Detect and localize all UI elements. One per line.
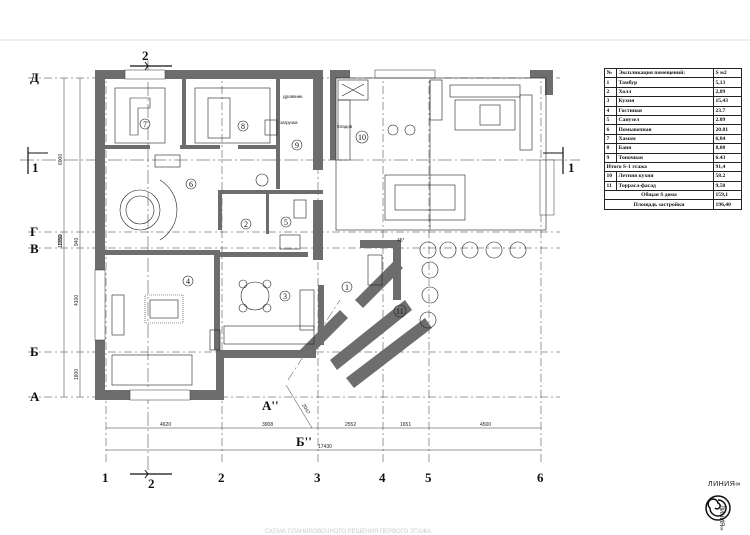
axis-number-5: 5	[425, 470, 432, 485]
axis-letter-g: Г	[30, 224, 38, 239]
room-8: 8	[241, 122, 245, 131]
section-mark-top: 2	[142, 48, 149, 63]
logo-text-vertical: ЛИНИЯ∞	[718, 505, 724, 531]
section-mark-bottom: 2	[148, 476, 155, 491]
label-pantry: Кладов	[337, 124, 353, 129]
dim-left-1: 1250	[58, 235, 64, 246]
footer-text: СХЕМА ПЛАНИРОВОЧНОГО РЕШЕНИЯ ПЕРВОГО ЭТА…	[265, 529, 431, 535]
number-axis-lines	[105, 70, 542, 462]
axis-numbers: 1 2 3 4 5 6	[102, 470, 544, 485]
living-furniture	[111, 254, 383, 386]
room-4: 4	[186, 277, 190, 286]
axis-letter-v: В	[30, 241, 39, 256]
axis-letter-b: Б	[30, 344, 39, 359]
room-numbers: 1 2 3 4 5 6 7 8 9 10 11	[139, 118, 407, 318]
axis-number-6: 6	[537, 470, 544, 485]
section-mark-b-prime: Б''	[296, 434, 312, 449]
dim-bottom-2: 2552	[345, 422, 356, 428]
axis-number-4: 4	[379, 470, 386, 485]
room-5: 5	[284, 218, 288, 227]
section-mark-a-prime: А''	[262, 398, 279, 413]
section-mark-right: 1	[568, 160, 575, 175]
axis-letters: Д Г В Б А	[30, 70, 40, 404]
windows	[94, 69, 555, 401]
logo-text: ЛИНИЯ∞	[708, 481, 741, 488]
bottom-dimensions: 4620 3908 2552 1651 4500 17430 45° 2047	[106, 238, 541, 451]
label-drainage: дровяник	[283, 94, 302, 99]
letter-axis-lines	[28, 77, 560, 398]
left-dimensions: 6000 1250 940 4100 1800 12590	[58, 78, 81, 397]
dim-left-2: 940	[74, 237, 80, 246]
room-3: 3	[283, 292, 287, 301]
axis-number-3: 3	[314, 470, 321, 485]
dim-angle: 45°	[397, 238, 405, 244]
label-loading: загрузка	[280, 120, 298, 125]
logo-spiral-icon	[705, 495, 731, 521]
axis-number-2: 2	[218, 470, 225, 485]
dim-bottom-4: 4500	[480, 422, 491, 428]
axis-number-1: 1	[102, 470, 109, 485]
axis-letter-d: Д	[30, 70, 39, 85]
table-header: № Экспликация помещений: S м2	[604, 67, 742, 79]
bath-details	[114, 87, 307, 250]
section-mark-left: 1	[32, 160, 39, 175]
room-6: 6	[189, 180, 193, 189]
room-9: 9	[295, 141, 299, 150]
room-11: 11	[396, 307, 404, 316]
room-2: 2	[244, 220, 248, 229]
dim-diag: 2047	[300, 403, 311, 416]
dim-left-total: 12590	[58, 234, 64, 248]
dim-bottom-1: 3908	[262, 422, 273, 428]
dim-left-0: 6000	[58, 154, 64, 165]
dim-left-4: 1800	[74, 369, 80, 380]
axis-letter-a: А	[30, 389, 40, 404]
summer-kitchen	[335, 77, 547, 231]
dim-bottom-total: 17430	[318, 444, 332, 450]
dim-left-3: 4100	[74, 295, 80, 306]
dim-bottom-3: 1651	[400, 422, 411, 428]
room-10: 10	[358, 133, 366, 142]
dim-bottom-0: 4620	[160, 422, 171, 428]
terrace-plants	[419, 241, 527, 329]
room-1: 1	[345, 283, 349, 292]
room-7: 7	[143, 120, 147, 129]
walls	[95, 70, 553, 400]
